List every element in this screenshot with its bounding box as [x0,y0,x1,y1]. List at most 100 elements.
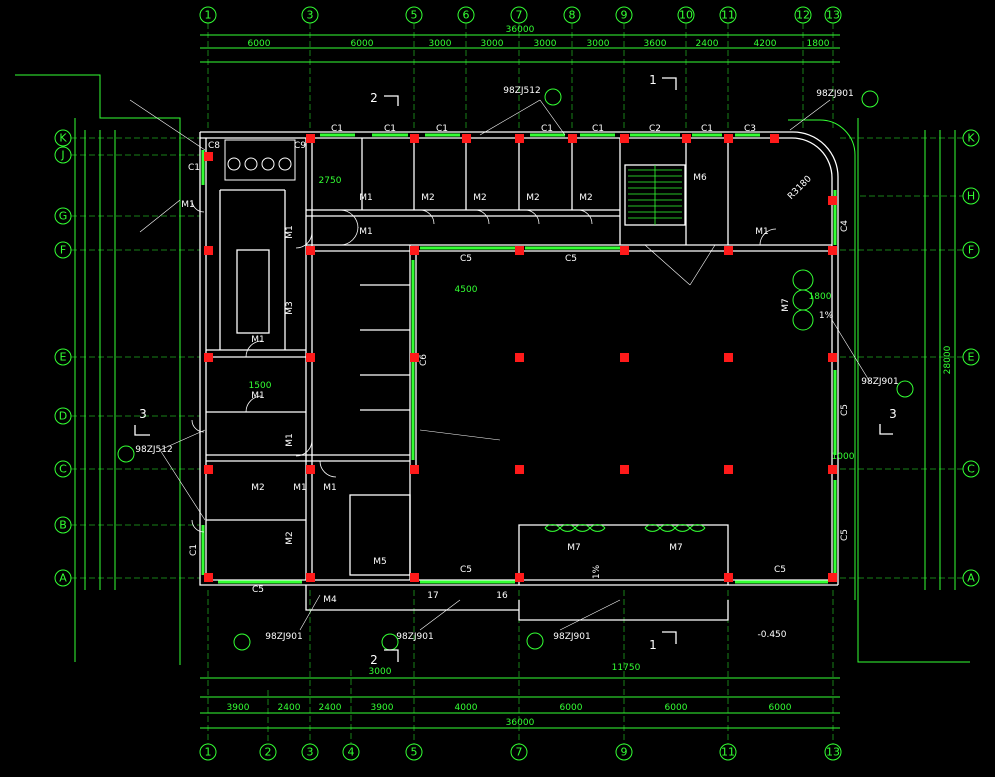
axis-bubble-left: F [54,241,72,259]
window-tag: C1 [384,124,396,134]
axis-bubble-left: K [54,129,72,147]
window-tag: C5 [460,254,472,264]
door-swings [191,199,777,533]
axis-bubble-top: 9 [615,6,633,24]
axis-bubble-left: A [54,569,72,587]
window-tag: C1 [541,124,553,134]
window-tag: C6 [419,354,429,366]
dim-top-span: 6000 [248,39,271,49]
dim-bottom-span: 2400 [319,703,342,713]
elevation-label: -0.450 [757,630,786,640]
axis-label: 7 [516,746,523,759]
axis-label: 13 [826,746,840,759]
right-axis-bubbles: K H F E C A [962,129,980,587]
door-tag: M1 [181,200,195,210]
door-tag: M1 [359,193,373,203]
window-tag: C5 [774,565,786,575]
door-tag: M2 [251,483,265,493]
step-number: 16 [496,591,508,601]
door-tag: M2 [421,193,435,203]
axis-label: 5 [411,9,418,22]
axis-bubble-left: J [54,146,72,164]
side-dimension-chains: 28000 [84,130,956,590]
standard-ref: 98ZJ512 [503,86,540,96]
axis-label: 2 [265,746,272,759]
annotations: 98ZJ512 98ZJ901 98ZJ901 98ZJ901 98ZJ901 … [117,73,914,677]
dim-top-span: 2400 [696,39,719,49]
window-tag: C5 [565,254,577,264]
window-tag: C1 [701,124,713,134]
stair-treads [628,165,682,225]
window-tag: C2 [649,124,661,134]
standard-ref: 98ZJ901 [816,89,853,99]
section-mark: 2 [370,653,378,667]
bottom-dimension-chains: 36000 3900 2400 2400 3900 4000 6000 6000… [200,677,840,729]
door-tag: M1 [293,483,307,493]
door-tag: M5 [373,557,387,567]
dim-label: 3000 [369,667,392,677]
axis-bubble-bottom: 7 [510,743,528,761]
axis-label: 4 [348,746,355,759]
axis-bubble-left: D [54,407,72,425]
axis-label: C [59,463,67,476]
slope-label: 1% [592,564,602,579]
window-tag: C5 [840,529,850,541]
door-tag: M1 [285,433,295,447]
window-tag: C1 [331,124,343,134]
axis-bubble-right: E [962,348,980,366]
axis-bubble-bottom: 5 [405,743,423,761]
axis-bubble-top: 12 [794,6,812,24]
double-doors [544,269,814,532]
dim-bottom-span: 2400 [278,703,301,713]
axis-label: 10 [679,9,693,22]
axis-label: F [60,244,66,257]
axis-label: 9 [621,746,628,759]
axis-bubble-right: C [962,460,980,478]
axis-label: H [967,190,975,203]
dim-bottom-span: 6000 [560,703,583,713]
standard-ref: 98ZJ901 [396,632,433,642]
axis-label: E [968,351,975,364]
dim-bottom-span: 6000 [769,703,792,713]
door-tag: M2 [526,193,540,203]
axis-bubble-right: K [962,129,980,147]
section-mark: 3 [889,407,897,421]
axis-label: 8 [569,9,576,22]
dim-top-span: 6000 [351,39,374,49]
dim-top-span: 1800 [807,39,830,49]
axis-bubble-bottom: 3 [301,743,319,761]
window-tag: C8 [208,141,220,151]
top-dimension-chains: 36000 6000 6000 3000 3000 3000 3000 3600… [200,25,840,63]
axis-bubble-top: 6 [457,6,475,24]
door-tags: M1 M1 M1 M2 M2 M2 M2 M1 M1 M3 M1 M1 M1 M… [181,173,791,605]
axis-label: 3 [307,9,314,22]
axis-bubble-left: E [54,348,72,366]
dim-bottom-span: 3900 [227,703,250,713]
dim-label: 4500 [455,285,478,295]
dim-label: 1800 [809,292,832,302]
dim-label: 11750 [612,663,641,673]
top-axis-bubbles: 1 3 5 6 7 8 9 10 11 12 13 [199,6,842,24]
axis-bubble-right: F [962,241,980,259]
standard-ref: 98ZJ512 [135,445,172,455]
axis-bubble-bottom: 2 [259,743,277,761]
door-tag: M7 [669,543,683,553]
axis-bubble-right: H [962,187,980,205]
slope-label: 1% [819,311,834,321]
section-mark: 3 [139,407,147,421]
axis-bubble-left: C [54,460,72,478]
window-tag: C1 [592,124,604,134]
door-tag: M1 [323,483,337,493]
axis-label: 1 [205,746,212,759]
axis-label: E [60,351,67,364]
axis-bubble-top: 5 [405,6,423,24]
dim-top-span: 3000 [587,39,610,49]
dim-top-span: 3000 [481,39,504,49]
window-tag: C4 [840,220,850,232]
standard-ref: 98ZJ901 [265,632,302,642]
axis-label: J [60,149,64,162]
door-tag: M1 [251,391,265,401]
site-boundary [15,74,970,665]
axis-label: 7 [516,9,523,22]
door-tag: M2 [473,193,487,203]
